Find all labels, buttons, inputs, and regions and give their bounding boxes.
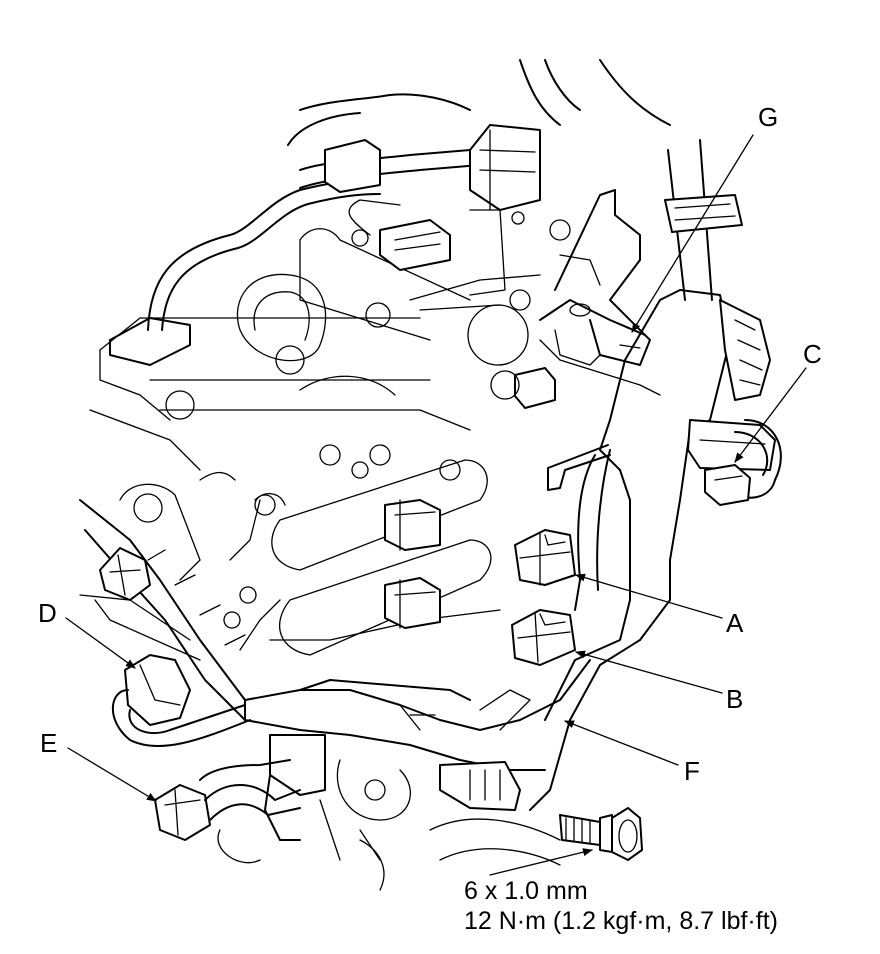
callout-d: D <box>38 598 57 628</box>
bracket-g <box>539 189 651 366</box>
callout-c: C <box>803 339 822 369</box>
connector-e <box>154 759 301 841</box>
callout-a: A <box>726 608 744 638</box>
bolt-size: 6 x 1.0 mm <box>464 877 588 905</box>
bolt <box>559 807 643 861</box>
callout-g: G <box>758 102 778 132</box>
callout-f: F <box>684 756 700 786</box>
lower-mechanism <box>217 759 561 891</box>
solenoid-connectors <box>271 459 492 656</box>
left-connector <box>99 547 151 601</box>
transmission-body <box>79 219 661 661</box>
connector-a <box>514 529 576 586</box>
bolt-spec: 6 x 1.0 mm 12 N·m (1.2 kgf·m, 8.7 lbf·ft… <box>464 876 778 936</box>
callout-b: B <box>726 684 743 714</box>
callout-e: E <box>40 728 57 758</box>
upper-center-connector <box>348 199 451 271</box>
leader-lines <box>65 134 807 876</box>
center-connector <box>490 367 556 409</box>
bolt-torque: 12 N·m (1.2 kgf·m, 8.7 lbf·ft) <box>464 907 778 935</box>
upper-pipes <box>109 59 671 366</box>
connector-b <box>511 609 576 666</box>
connector-d <box>111 654 251 748</box>
main-harness-f <box>79 139 782 841</box>
